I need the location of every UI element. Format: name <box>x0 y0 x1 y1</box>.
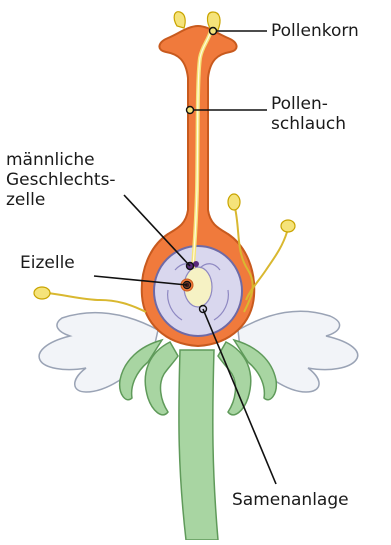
label-maennliche-geschlechtszelle: männliche Geschlechts- zelle <box>6 150 116 210</box>
pollen-grain-right-1 <box>228 194 240 210</box>
marker-pollenkorn <box>210 28 217 35</box>
pollen-grain-left <box>34 287 50 299</box>
marker-pollenschlauch <box>187 107 194 114</box>
pollen-tube-right-2 <box>246 232 287 300</box>
label-eizelle: Eizelle <box>20 253 75 273</box>
pollen-tube-left <box>48 293 146 312</box>
label-pollenkorn: Pollenkorn <box>271 21 359 41</box>
stem <box>179 350 218 540</box>
label-samenanlage: Samenanlage <box>232 490 349 510</box>
pollen-grain-top-left <box>174 12 185 28</box>
pollen-grain-right-2 <box>281 220 295 232</box>
label-pollenschlauch: Pollen- schlauch <box>271 94 346 134</box>
